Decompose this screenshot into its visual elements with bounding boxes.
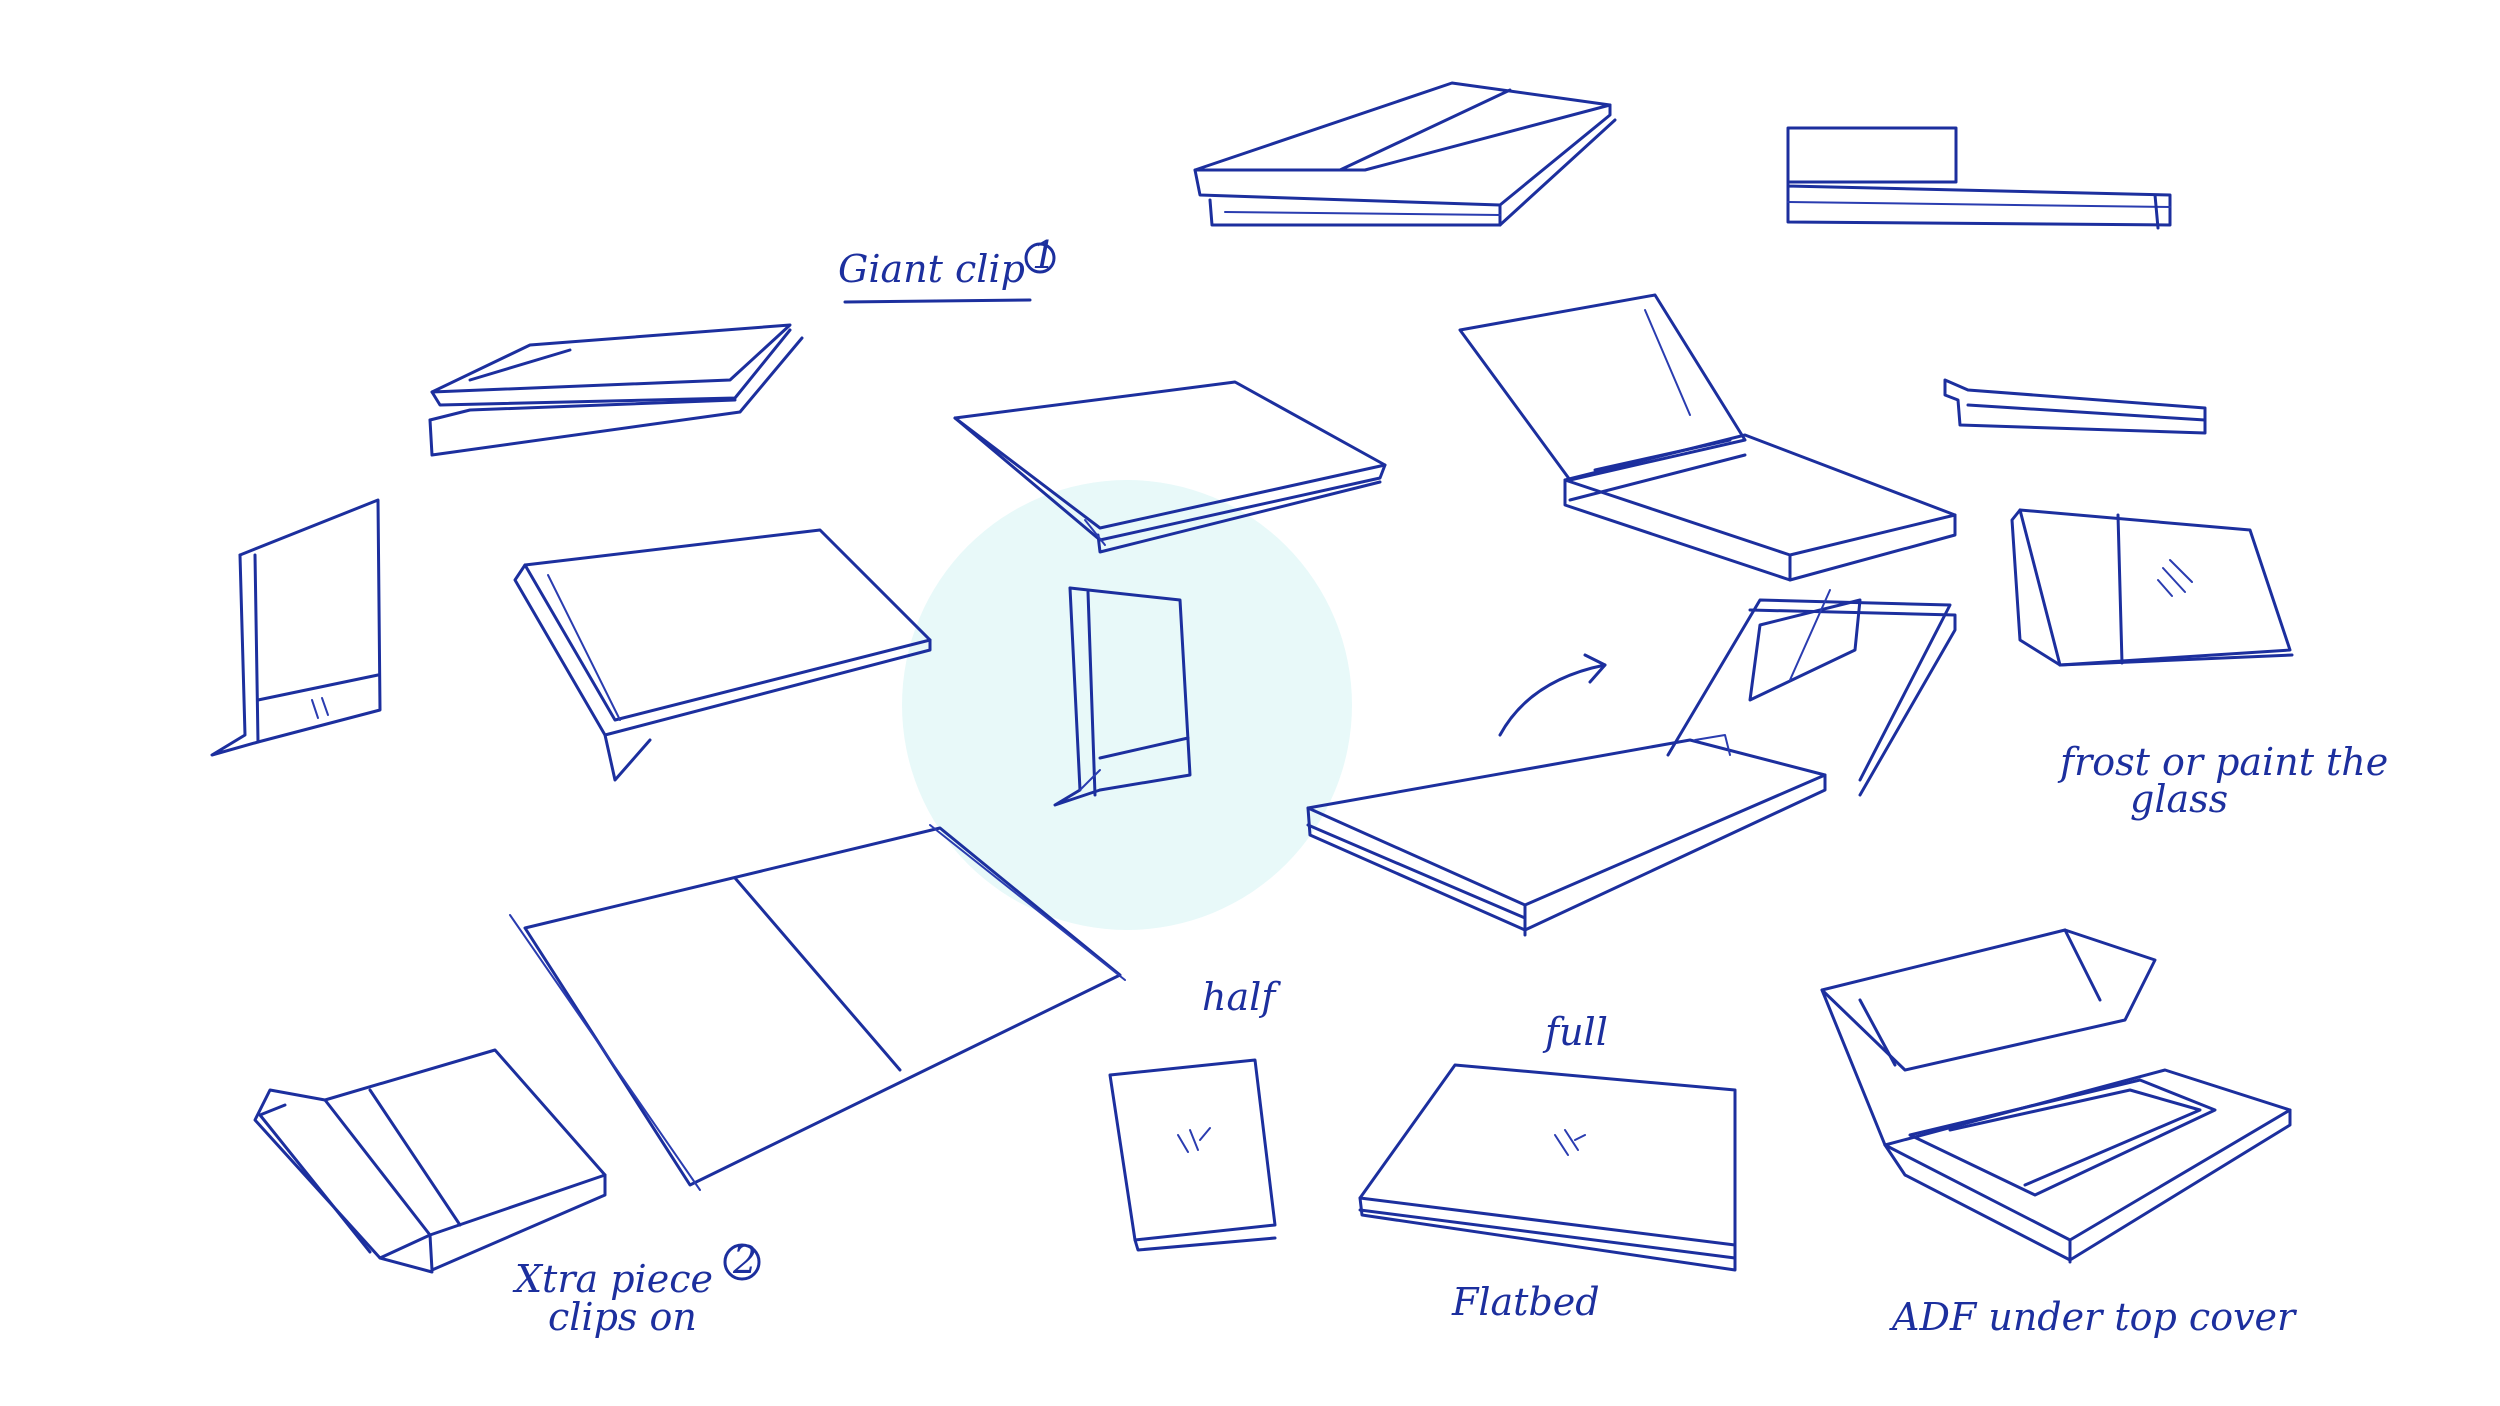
sketch-open-lid <box>1458 293 1957 582</box>
sketch-side-view <box>1786 126 2172 230</box>
sketch-clip-flat <box>428 323 804 457</box>
sketch-adf <box>1820 928 2292 1264</box>
label-flatbed: Flatbed <box>1451 1280 1600 1324</box>
label-half: half <box>1202 975 1281 1019</box>
giant-clip-text: Giant clip <box>838 247 1025 291</box>
highlight-circle <box>902 480 1352 930</box>
label-xtra-piece: Xtra piece clips on 2 <box>512 1238 761 1339</box>
sketch-xtra-piece <box>253 1048 607 1274</box>
sketch-book-fold <box>1193 81 1617 227</box>
sketch-wedge <box>513 528 932 782</box>
giant-clip-number: 1 <box>1032 233 1056 277</box>
sketch-small-clip <box>1943 378 2207 435</box>
sketch-highlighted-stand <box>1053 586 1192 807</box>
arrow-curved <box>1498 653 1607 737</box>
sketch-full-glass <box>1358 1063 1737 1272</box>
number-two-circle <box>723 1243 761 1281</box>
frost-line1: frost or paint the <box>2057 740 2388 784</box>
label-full: full <box>1542 1010 1608 1054</box>
sketch-flatbed-open <box>1306 589 1957 937</box>
number-one-circle <box>1024 242 1056 274</box>
frost-line2: glass <box>2130 777 2228 821</box>
sketch-big-plate <box>509 824 1126 1191</box>
xtra-number: 2 <box>732 1238 757 1282</box>
sketch-glass-block <box>2010 508 2294 667</box>
sketch-flat-lid <box>953 380 1387 554</box>
label-frost: frost or paint the glass <box>2057 740 2388 821</box>
label-giant-clip: Giant clip 1 <box>838 233 1056 304</box>
sketch-standing-frame <box>210 498 382 757</box>
label-adf: ADF under top cover <box>1889 1295 2298 1339</box>
sketch-half-glass <box>1108 1058 1277 1252</box>
xtra-line2: clips on <box>548 1295 697 1339</box>
xtra-line1: Xtra piece <box>512 1257 713 1301</box>
